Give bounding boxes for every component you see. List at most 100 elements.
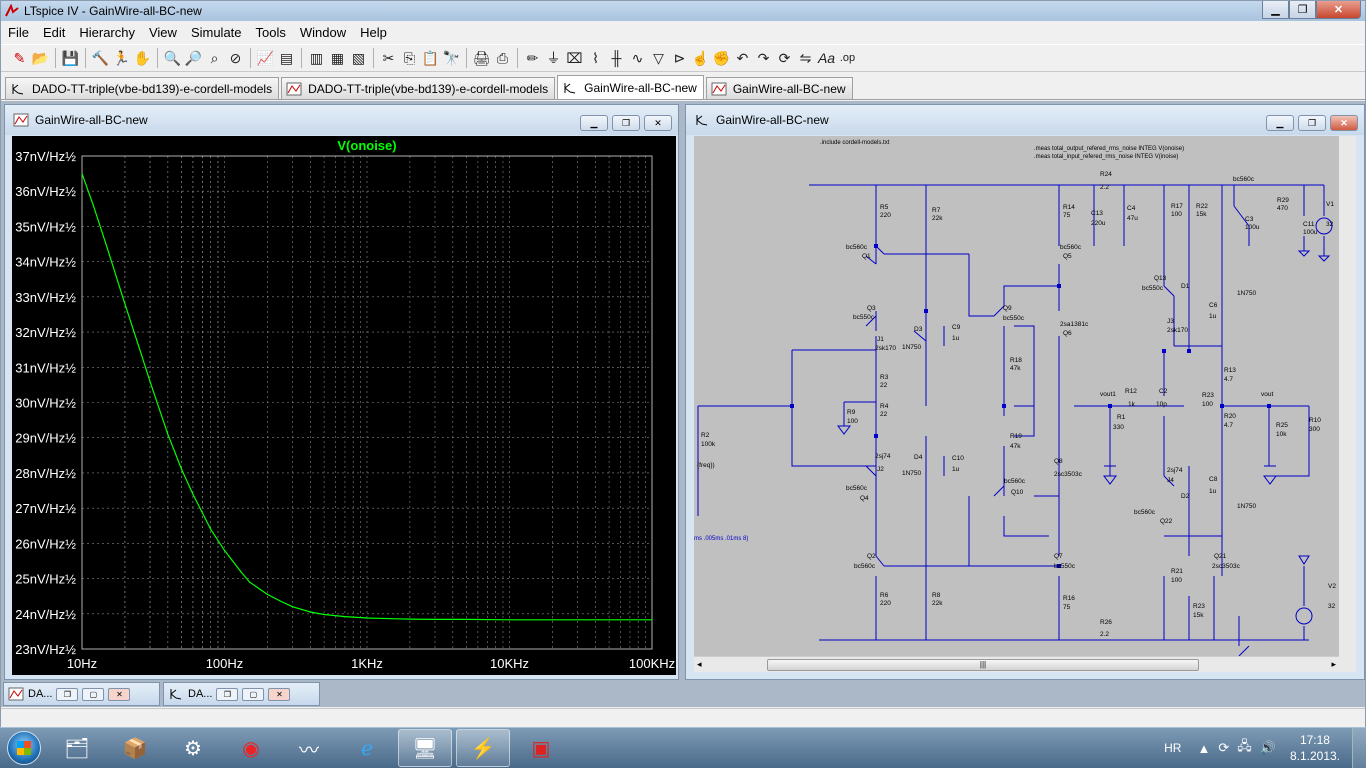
component-label[interactable]: Q4 [860, 495, 869, 502]
component-label[interactable]: 330 [1113, 424, 1124, 431]
component-label[interactable]: R25 [1276, 422, 1288, 429]
oscilloscope-icon[interactable]: 〰 [299, 739, 319, 762]
component-label[interactable]: 470 [1277, 205, 1288, 212]
component-label[interactable]: R13 [1224, 367, 1236, 374]
save-icon[interactable]: 💾 [61, 49, 80, 66]
connector-icon[interactable]: ⚙ [184, 737, 202, 760]
component-label[interactable]: 2sc3503c [1054, 471, 1083, 478]
component-label[interactable]: bc560c [1134, 509, 1156, 516]
component-label[interactable]: J4 [1167, 477, 1174, 484]
new-schematic-icon[interactable]: ✎ [13, 49, 26, 66]
tile-vertical-icon[interactable]: ▦ [330, 49, 345, 66]
component-label[interactable]: R16 [1063, 595, 1075, 602]
component-label[interactable]: {freq}) [697, 462, 715, 469]
horizontal-scrollbar[interactable]: ◂ ||| ▸ [694, 656, 1339, 672]
paste-icon[interactable]: 📋 [421, 49, 440, 66]
schematic-window-titlebar[interactable]: GainWire-all-BC-new ▁ ❐ ✕ [686, 105, 1364, 135]
antivirus-icon[interactable]: ◉ [242, 737, 260, 760]
component-label[interactable]: Q7 [1054, 553, 1063, 560]
menu-window[interactable]: Window [299, 24, 347, 40]
component-label[interactable]: 100 [1202, 401, 1213, 408]
tab-gainwire-waveform[interactable]: GainWire-all-BC-new [705, 77, 853, 99]
text-icon[interactable]: Aa [817, 50, 836, 66]
vertical-scrollbar[interactable] [1339, 136, 1356, 672]
component-label[interactable]: 2.2 [1100, 184, 1109, 191]
network-icon[interactable]: 🖧 [1237, 738, 1252, 753]
menu-file[interactable]: File [8, 24, 29, 40]
component-label[interactable]: 47k [1010, 443, 1021, 450]
component-label[interactable]: vout [1261, 391, 1273, 398]
component-label[interactable]: 4.7 [1224, 422, 1233, 429]
component-label[interactable]: 1k [1128, 401, 1136, 408]
component-label[interactable]: V1 [1326, 201, 1334, 208]
component-label[interactable]: R21 [1171, 568, 1183, 575]
component-label[interactable]: Q21 [1214, 553, 1227, 560]
component-label[interactable]: J3 [1167, 318, 1174, 325]
autorange-icon[interactable]: 📈 [256, 49, 275, 66]
component-label[interactable]: 100 [1171, 211, 1182, 218]
component-label[interactable]: C8 [1209, 476, 1218, 483]
menu-edit[interactable]: Edit [42, 24, 66, 40]
ground-icon[interactable]: ⏚ [546, 50, 561, 66]
component-label[interactable]: C4 [1127, 205, 1136, 212]
component-label[interactable]: bc560c [1060, 244, 1082, 251]
component-label[interactable]: 1u [1209, 313, 1217, 320]
clock[interactable]: 17:18 8.1.2013. [1290, 732, 1340, 764]
component-label[interactable]: C9 [952, 324, 961, 331]
trace-title[interactable]: V(onoise) [337, 138, 396, 153]
component-label[interactable]: R17 [1171, 203, 1183, 210]
component-label[interactable]: 100 [847, 418, 858, 425]
menu-simulate[interactable]: Simulate [190, 24, 242, 40]
component-label[interactable]: Q9 [1003, 305, 1012, 312]
include-directive[interactable]: .include cordell-models.txt [820, 140, 890, 146]
component-label[interactable]: 1u [952, 335, 960, 342]
component-label[interactable]: D1 [1181, 283, 1190, 290]
menu-view[interactable]: View [148, 24, 177, 40]
zoom-out-icon[interactable]: 🔎 [184, 49, 203, 66]
component-label[interactable]: 32 [1326, 221, 1334, 228]
diode-icon[interactable]: ▽ [653, 49, 664, 66]
internet-explorer-icon[interactable]: ℯ [361, 737, 373, 760]
component-label[interactable]: C2 [1159, 388, 1168, 395]
drag-icon[interactable]: ✊ [712, 49, 731, 66]
component-label[interactable]: D3 [914, 326, 923, 333]
component-label[interactable]: 47u [1127, 215, 1138, 222]
volume-icon[interactable]: 🔊 [1259, 740, 1276, 755]
component-label[interactable]: 4.7 [1224, 376, 1233, 383]
component-label[interactable]: 2sk170 [875, 345, 896, 352]
component-label[interactable]: R29 [1277, 197, 1289, 204]
run-icon[interactable]: 🏃 [112, 49, 131, 66]
schematic-maximize-button[interactable]: ❐ [1298, 115, 1326, 131]
component-label[interactable]: 300 [1309, 426, 1320, 433]
noise-plot[interactable]: V(onoise)37nV/Hz½36nV/Hz½35nV/Hz½34nV/Hz… [12, 136, 676, 675]
meas-output-directive[interactable]: .meas total_output_refered_rms_noise INT… [1034, 146, 1184, 152]
component-label[interactable]: bc560c [854, 563, 876, 570]
restore-button[interactable]: ❐ [216, 687, 239, 701]
waveform-window-titlebar[interactable]: GainWire-all-BC-new ▁ ❐ ✕ [5, 105, 678, 135]
minimized-waveform-window[interactable]: DA... ❐ ▢ ✕ [3, 682, 160, 706]
cut-icon[interactable]: ✂ [382, 49, 395, 66]
component-label[interactable]: 1N750 [902, 344, 922, 351]
mirror-icon[interactable]: ⇋ [799, 49, 812, 66]
component-label[interactable]: Q10 [1011, 489, 1024, 496]
schematic-close-button[interactable]: ✕ [1330, 115, 1358, 131]
component-label[interactable]: 2sc3503c [1212, 563, 1241, 570]
component-label[interactable]: R26 [1100, 619, 1112, 626]
component-label[interactable]: 22k [932, 600, 943, 607]
component-label[interactable]: 15k [1196, 211, 1207, 218]
waveform-close-button[interactable]: ✕ [644, 115, 672, 131]
schematic-drawing[interactable]: R5220R722kbc560cQ1R1475bc560cQ5R242.2C13… [694, 136, 1339, 656]
component-label[interactable]: J1 [877, 336, 884, 343]
component-label[interactable]: R14 [1063, 204, 1075, 211]
component-label[interactable]: R23 [1202, 392, 1214, 399]
draw-wire-icon[interactable]: ✏ [526, 49, 539, 66]
ltspice-icon[interactable]: ⚡ [456, 729, 510, 767]
component-label[interactable]: R4 [880, 403, 889, 410]
language-indicator[interactable]: HR [1164, 741, 1182, 755]
component-label[interactable]: V2 [1328, 583, 1336, 590]
component-label[interactable]: Q1 [862, 253, 871, 260]
component-label[interactable]: 47k [1010, 365, 1021, 372]
component-label[interactable]: 100u [1303, 229, 1318, 236]
